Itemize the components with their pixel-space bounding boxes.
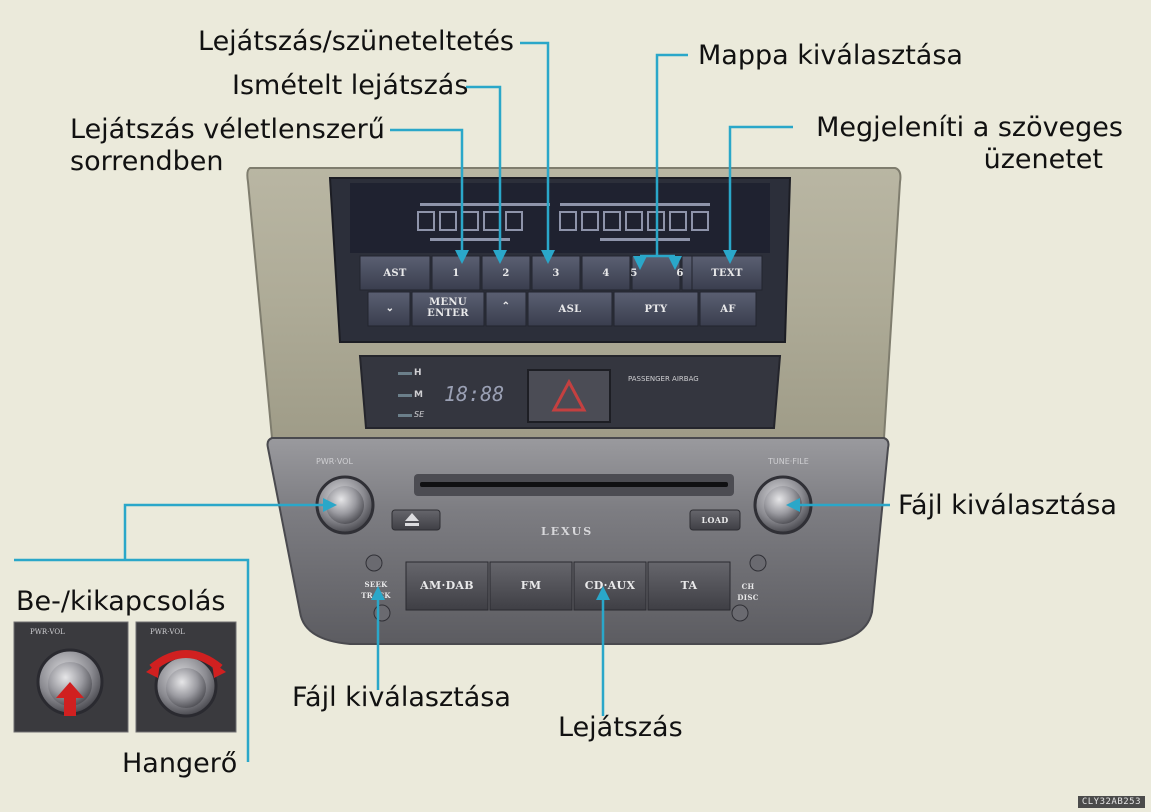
chevron-up-icon: ⌃ (501, 301, 511, 312)
tune-file-label: TUNE·FILE (768, 457, 809, 466)
callout-random-line2: sorrendben (70, 146, 224, 177)
ast-button: AST (383, 268, 407, 279)
ta-button: TA (680, 579, 698, 592)
m-label: M (414, 390, 423, 400)
load-button (689, 509, 741, 531)
asl-button: ASL (558, 304, 582, 315)
seek-up-button (365, 554, 383, 572)
callout-volume: Hangerő (122, 748, 238, 779)
ch-down-button (731, 604, 749, 622)
cd-aux-button: CD·AUX (584, 579, 636, 592)
callout-playback: Lejátszás (558, 712, 683, 743)
preset-2-button: 2 (502, 268, 510, 279)
callout-playback-pause: Lejátszás/szüneteltetés (198, 26, 514, 57)
callout-text-line1: Megjeleníti a szöveges (816, 112, 1123, 143)
inset-pwr-vol-label-1: PWR·VOL (30, 628, 65, 636)
clock-display: 18:88 (444, 382, 505, 406)
am-dab-button: AM·DAB (420, 579, 474, 592)
ch-up-button (749, 554, 767, 572)
se-label: SE (414, 410, 425, 419)
af-button: AF (720, 304, 736, 315)
callout-text-line2: üzenetet (983, 144, 1103, 175)
callout-folder-select: Mappa kiválasztása (698, 40, 963, 71)
hazard-button (527, 369, 611, 423)
inset-pwr-vol-label-2: PWR·VOL (150, 628, 185, 636)
eject-icon (405, 513, 419, 521)
function-button-row (367, 291, 757, 327)
lower-body (266, 437, 890, 645)
callout-random-line1: Lejátszás véletlenszerű (70, 114, 385, 145)
hazard-icon (551, 378, 587, 412)
source-button-row (405, 561, 731, 611)
h-label: H (414, 368, 422, 378)
preset-button-row (359, 255, 763, 291)
chevron-down-icon: ⌄ (385, 303, 395, 314)
text-button: TEXT (711, 268, 743, 279)
preset-4-button: 4 (602, 268, 610, 279)
preset-6-button: 6 (676, 268, 684, 279)
brand-logo: LEXUS (541, 525, 594, 538)
load-button-label: LOAD (701, 515, 729, 525)
passenger-airbag-label: PASSENGER AIRBAG (628, 375, 699, 383)
seek-down-button (373, 604, 391, 622)
menu-enter-button: MENU ENTER (427, 297, 469, 319)
callout-file-select-right: Fájl kiválasztása (898, 490, 1117, 521)
seek-track-label: SEEK TRACK (361, 580, 391, 600)
callout-file-select-bottom: Fájl kiválasztása (292, 682, 511, 713)
pwr-vol-label: PWR·VOL (316, 457, 353, 466)
callout-power: Be-/kikapcsolás (16, 586, 226, 617)
callout-repeat: Ismételt lejátszás (232, 70, 469, 101)
preset-1-button: 1 (452, 268, 460, 279)
image-code: CLY32AB253 (1077, 796, 1145, 808)
fm-button: FM (520, 579, 542, 592)
preset-3-button: 3 (552, 268, 560, 279)
preset-5-button: 5 (630, 268, 638, 279)
pty-button: PTY (644, 304, 668, 315)
ch-disc-label: CH DISC (737, 582, 759, 602)
